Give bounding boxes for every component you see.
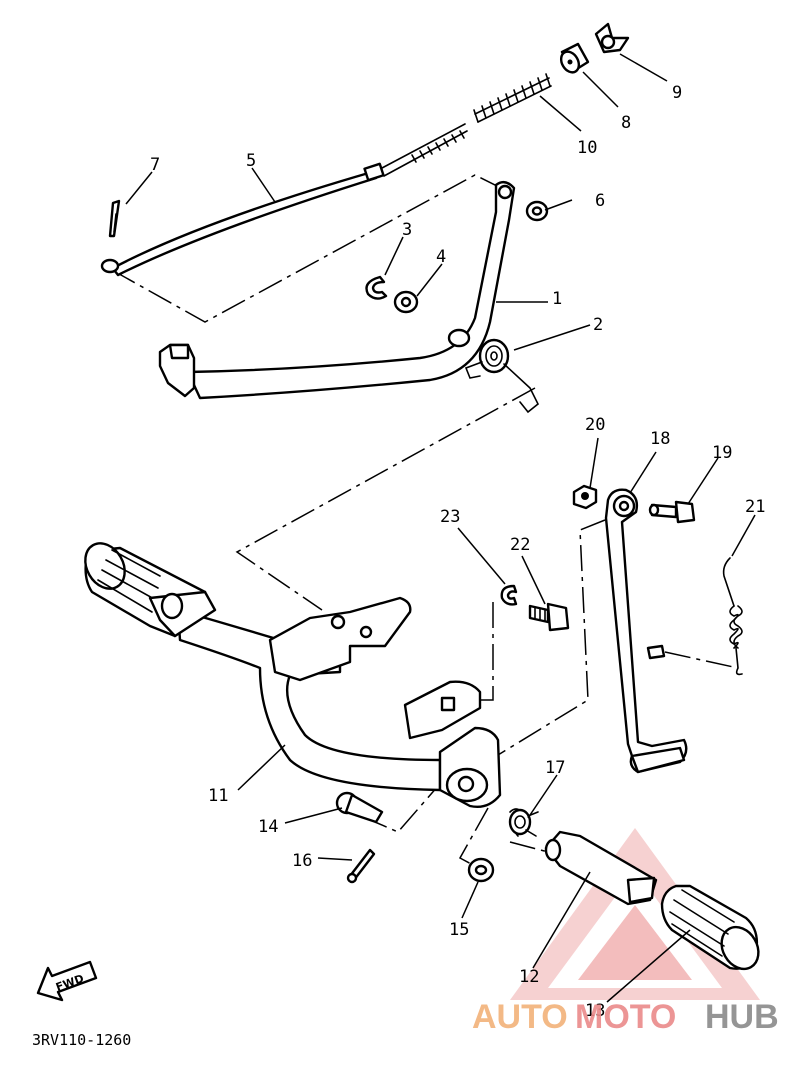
callout-15: 15: [449, 920, 469, 940]
watermark-text: AUTO MOTO HUB: [472, 998, 779, 1036]
callout-21: 21: [745, 497, 765, 517]
callout-12: 12: [519, 967, 539, 987]
callout-16: 16: [292, 851, 312, 871]
forward-arrow-icon: FWD: [36, 960, 98, 1002]
assembly-lines: [111, 174, 739, 867]
callout-4: 4: [436, 247, 446, 267]
pin-14: [335, 791, 384, 824]
callout-9: 9: [672, 83, 682, 103]
footrest-frame: [176, 596, 502, 809]
callout-22: 22: [510, 535, 530, 555]
watermark-auto: AUTO: [472, 998, 568, 1036]
pedal-spring-2: [464, 338, 540, 414]
rod-spring: [473, 73, 552, 123]
callout-17: 17: [545, 758, 565, 778]
clip-3: [365, 275, 388, 300]
callout-13: 13: [585, 1001, 605, 1021]
footrest-rubber-left: [84, 542, 217, 638]
brake-rod: [100, 123, 468, 277]
side-stand-18: [604, 488, 688, 774]
callout-18: 18: [650, 429, 670, 449]
callout-20: 20: [585, 415, 605, 435]
spring-17: [508, 808, 539, 837]
callout-labels: 1 2 3 4 5 6 7 8 9 10 11 12 13 14 15 16 1…: [150, 83, 765, 1021]
callout-10: 10: [577, 138, 597, 158]
watermark-hub: HUB: [705, 998, 779, 1036]
footrest-rubber-right: [660, 884, 760, 971]
part-code: 3RV110-1260: [32, 1031, 131, 1049]
callout-5: 5: [246, 151, 256, 171]
washer-6: [525, 200, 549, 222]
callout-23: 23: [440, 507, 460, 527]
rod-thread: [411, 130, 465, 163]
brake-pedal: [158, 180, 516, 400]
washer-15: [467, 857, 495, 883]
callout-11: 11: [208, 786, 228, 806]
callout-8: 8: [621, 113, 631, 133]
watermark-moto: MOTO: [575, 998, 676, 1036]
pivot-bolt-19: [648, 500, 696, 524]
leader-lines: [125, 53, 756, 1003]
footrest-bracket-12: [544, 830, 658, 906]
callout-1: 1: [552, 289, 562, 309]
callout-6: 6: [595, 191, 605, 211]
callout-7: 7: [150, 155, 160, 175]
cotter-pin-7: [108, 199, 121, 238]
wing-nut-9: [594, 22, 630, 54]
bolt-22: [528, 602, 570, 632]
watermark-logo: [510, 828, 760, 1000]
adjuster-8: [559, 42, 590, 74]
clip-23: [500, 584, 518, 606]
stand-spring-21: [722, 557, 743, 676]
callout-2: 2: [593, 315, 603, 335]
callout-14: 14: [258, 817, 278, 837]
washer-4: [393, 290, 419, 314]
callout-3: 3: [402, 220, 412, 240]
callout-19: 19: [712, 443, 732, 463]
nut-20: [572, 484, 598, 510]
cotter-pin-16: [346, 848, 376, 884]
